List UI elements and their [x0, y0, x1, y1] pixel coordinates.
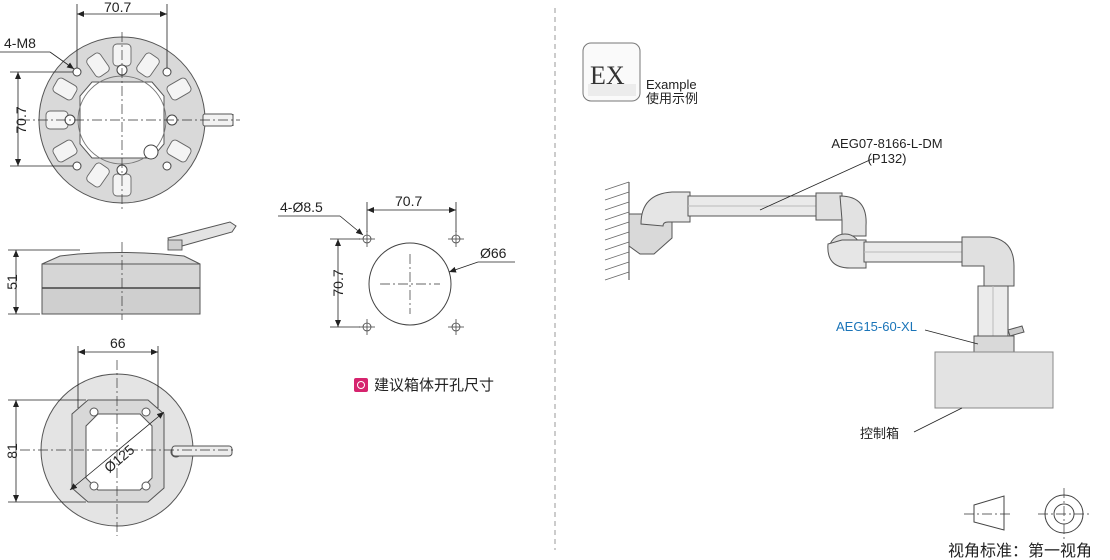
example-subtitle: 使用示例: [646, 91, 698, 106]
bottom-view-width-dim: 66: [110, 335, 126, 351]
projection-symbol: [964, 488, 1090, 540]
cutout-holes-label: 4-Ø8.5: [280, 199, 323, 215]
example-badge-text: EX: [590, 61, 625, 90]
top-view-holes-label: 4-M8: [4, 35, 36, 51]
cutout-center-dim: Ø66: [480, 245, 507, 261]
cutout-width-dim: 70.7: [395, 193, 422, 209]
top-view-height-dim: 70.7: [13, 106, 29, 133]
legend-text: 建议箱体开孔尺寸: [374, 377, 495, 394]
cutout-height-dim: 70.7: [330, 269, 346, 296]
bottom-view: [8, 346, 236, 536]
side-view-height-dim: 51: [4, 274, 20, 290]
legend-marker-icon: [354, 377, 368, 392]
bottom-view-height-dim: 81: [4, 443, 20, 459]
arm-mount-label: AEG15-60-XL: [836, 319, 917, 334]
control-box-label: 控制箱: [860, 426, 899, 441]
arm-assembly: [604, 158, 1054, 433]
top-view-width-dim: 70.7: [104, 0, 131, 15]
example-title: Example: [646, 77, 697, 92]
arm-part-label: AEG07-8166-L-DM: [831, 136, 942, 151]
top-view: [0, 4, 240, 210]
side-view: [8, 221, 237, 320]
cutout-drawing: [278, 202, 515, 335]
cutout-legend: 建议箱体开孔尺寸: [354, 374, 494, 395]
arm-part-page: (P132): [867, 151, 906, 166]
projection-label: 视角标准：第一视角: [948, 542, 1092, 560]
example-badge: [582, 42, 641, 102]
